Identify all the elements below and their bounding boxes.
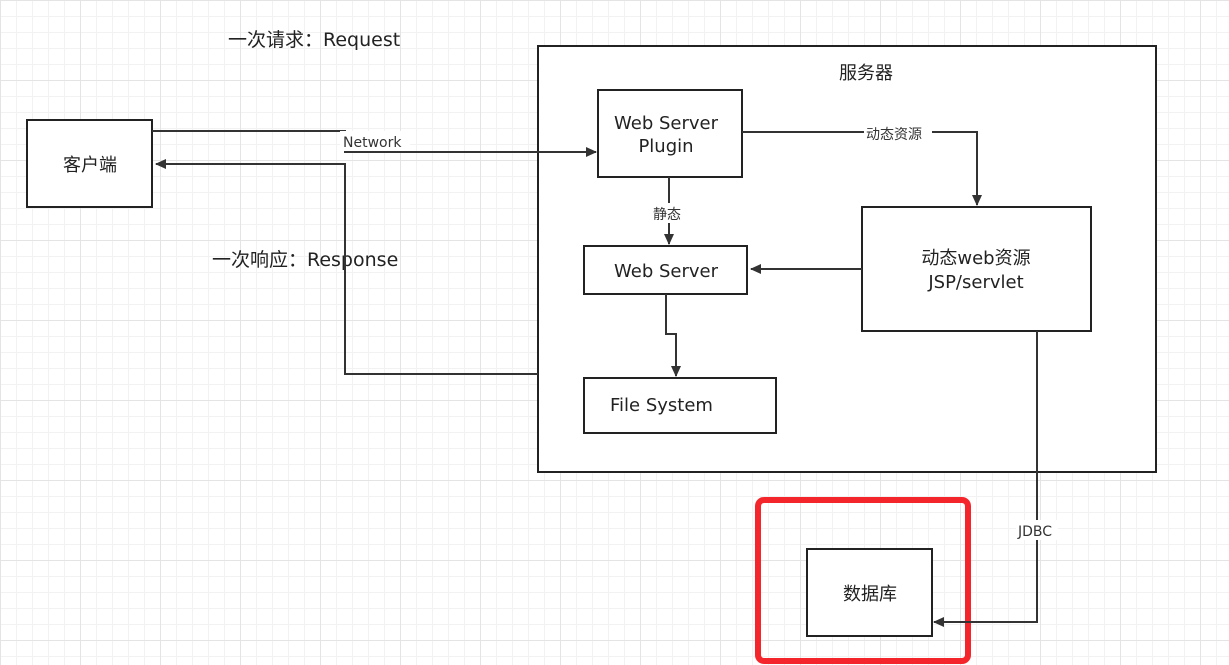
jdbc-label: JDBC bbox=[1017, 524, 1052, 540]
file-system-node bbox=[583, 377, 777, 434]
network-label-bg bbox=[340, 131, 410, 151]
static-label-bg bbox=[650, 203, 688, 223]
dynamic-resource-label: 动态资源 bbox=[866, 127, 922, 143]
web-server-plugin-node bbox=[597, 89, 743, 178]
client-label: 客户端 bbox=[63, 155, 117, 176]
database-label: 数据库 bbox=[843, 584, 897, 605]
static-label: 静态 bbox=[653, 207, 681, 223]
file-system-label: File System bbox=[610, 395, 713, 416]
database-highlight-box bbox=[755, 497, 971, 664]
dynamic-web-resource-label-1: 动态web资源 bbox=[921, 248, 1030, 269]
web-server-plugin-label-1: Web Server bbox=[614, 113, 719, 134]
dynamic-resource-label-bg bbox=[864, 124, 932, 142]
server-label: 服务器 bbox=[839, 63, 893, 84]
web-server-plugin-label-2: Plugin bbox=[638, 136, 693, 157]
dynamic-resource-edge bbox=[742, 131, 982, 206]
response-edge bbox=[155, 159, 538, 375]
request-note: 一次请求：Request bbox=[228, 29, 400, 51]
jdbc-edge bbox=[933, 331, 1038, 627]
web-server-label: Web Server bbox=[614, 261, 719, 282]
web-server-to-file-system-edge bbox=[665, 294, 681, 377]
database-node bbox=[806, 548, 933, 637]
dynamic-web-resource-label-2: JSP/servlet bbox=[927, 272, 1023, 293]
client-node bbox=[26, 119, 153, 208]
network-label: Network bbox=[343, 135, 402, 151]
web-server-node bbox=[583, 245, 748, 295]
jdbc-label-bg bbox=[1016, 520, 1058, 540]
response-note: 一次响应：Response bbox=[212, 249, 398, 271]
dynamic-web-resource-node bbox=[861, 206, 1092, 332]
